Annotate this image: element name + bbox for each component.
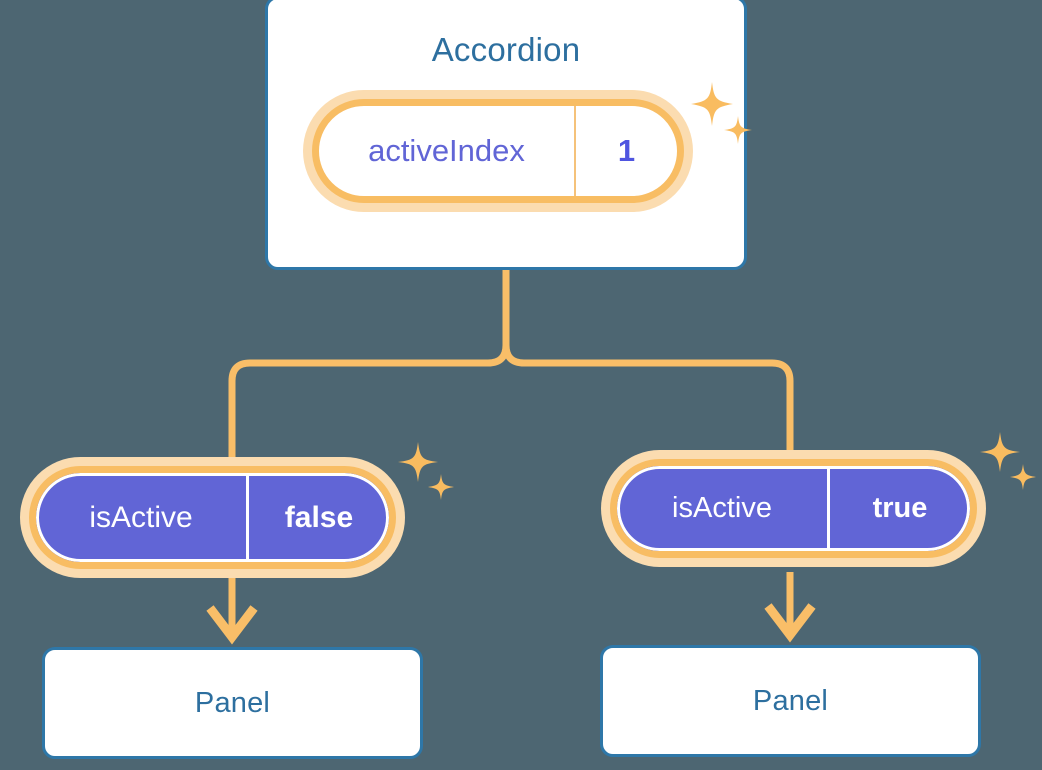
- state-key-label: isActive: [89, 500, 193, 534]
- sparkle-icon: [980, 432, 1036, 490]
- state-value-label: 1: [574, 106, 677, 196]
- state-pill-isactive-true[interactable]: isActive true: [610, 459, 977, 558]
- state-key-label: activeIndex: [368, 133, 525, 168]
- state-key-label: isActive: [672, 492, 772, 524]
- state-pill-body[interactable]: isActive true: [610, 459, 977, 558]
- state-pill-activeindex[interactable]: activeIndex 1: [312, 99, 684, 203]
- component-title-accordion: Accordion: [431, 31, 581, 68]
- state-pill-body[interactable]: isActive false: [29, 466, 396, 569]
- connector-root-to-left: [228, 266, 510, 470]
- arrow-head-right: [764, 603, 816, 643]
- component-title-panel: Panel: [194, 686, 271, 719]
- component-card-panel-left[interactable]: Panel: [42, 647, 423, 759]
- state-value-label: true: [827, 466, 970, 551]
- connector-root-to-right: [502, 266, 794, 456]
- component-title-panel: Panel: [752, 684, 829, 717]
- state-pill-body[interactable]: activeIndex 1: [312, 99, 684, 203]
- state-pill-isactive-false[interactable]: isActive false: [29, 466, 396, 569]
- sparkle-icon: [398, 442, 454, 500]
- component-card-panel-right[interactable]: Panel: [600, 645, 981, 757]
- arrow-head-left: [206, 605, 258, 645]
- state-value-label: false: [246, 473, 389, 562]
